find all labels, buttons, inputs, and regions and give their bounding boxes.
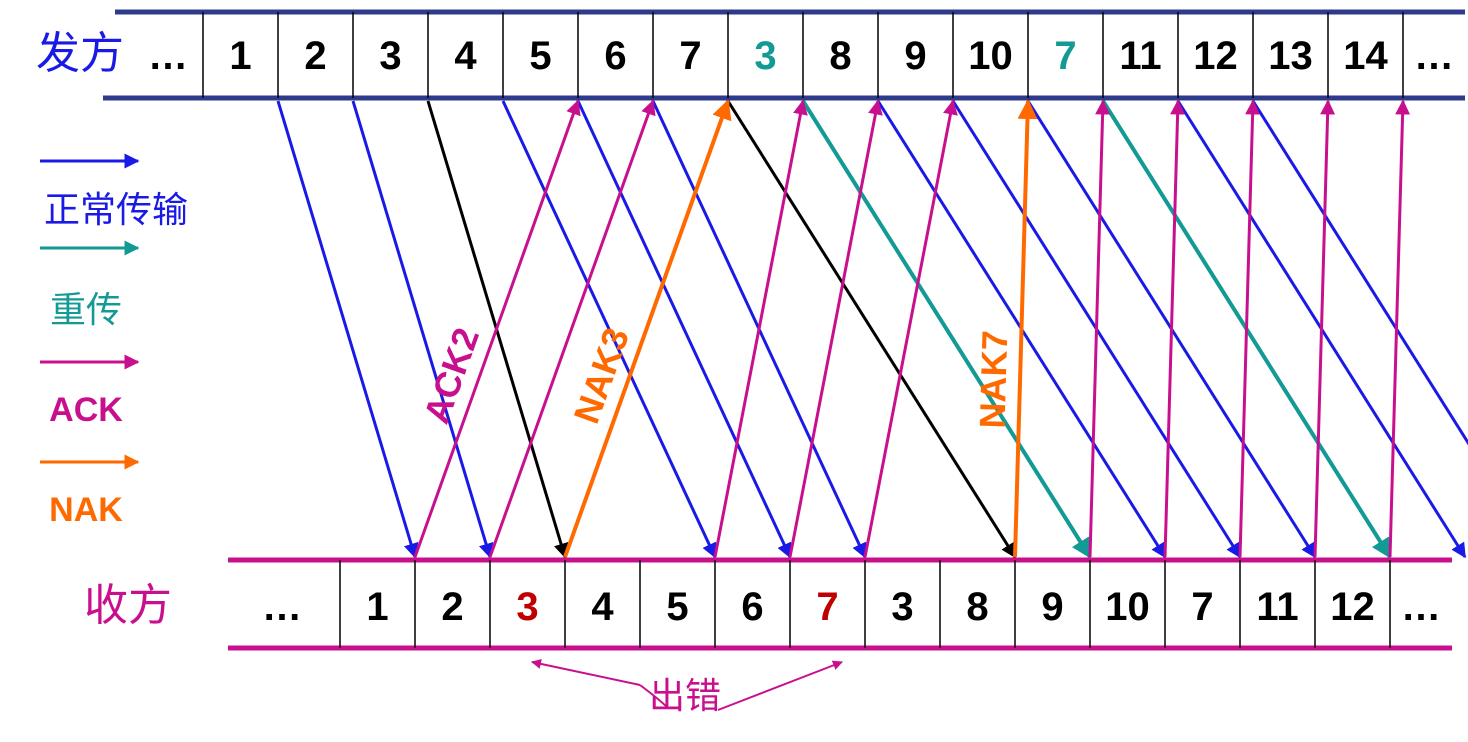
sender-frame: 7 [679,34,701,78]
sender-ellipsis-right: … [1414,34,1454,78]
ack-label: ACK2 [415,322,487,428]
error-arrow-left [531,658,641,686]
receiver-frame: 12 [1330,585,1375,629]
transmission-arrow [726,100,1017,559]
legend-nak-label: NAK [49,491,123,529]
ack-arrow [1313,99,1336,558]
sender-frame: 4 [454,34,477,78]
error-arrow-left-tail [639,684,669,709]
receiver-ellipsis-right: … [1401,585,1441,629]
receiver-ellipsis-left: … [262,585,302,629]
ack-arrow [413,99,581,558]
receiver-frame: 3 [516,585,538,629]
transmission-arrow [351,100,494,559]
sender-label: 发方 [36,28,124,79]
sender-frame: 9 [904,34,926,78]
sender-frame: 5 [529,34,551,78]
ack-arrow [788,99,883,558]
receiver-frame: 8 [966,585,988,629]
receiver-frame: 1 [366,585,388,629]
ack-arrow [1163,99,1186,558]
ack-arrow [1238,99,1261,558]
error-label: 出错 [649,676,721,717]
arrow-lines [276,99,1468,559]
receiver-frame: 3 [891,585,913,629]
receiver-frame: 9 [1041,585,1063,629]
sender-frame: 10 [968,34,1013,78]
receiver-frame: 7 [1191,585,1213,629]
nak-arrow [1013,99,1038,558]
ack-arrow [488,99,656,558]
sender-frame: 3 [754,34,776,78]
nak-arrow [563,99,732,558]
ack-arrow [863,99,958,558]
receiver-frame: 4 [591,585,614,629]
receiver-frame: 2 [441,585,463,629]
transmission-arrow [576,100,792,559]
sender-frame: 12 [1193,34,1238,78]
transmission-arrow [1251,100,1468,446]
sender-frame: 14 [1343,34,1388,78]
receiver-frame: 5 [666,585,688,629]
receiver-frame: 7 [816,585,838,629]
nak-label: NAK3 [565,322,637,428]
sender-frame: 1 [229,34,251,78]
error-note: 出错 [531,658,843,717]
sender-frame: 6 [604,34,626,78]
transmission-arrow [276,100,419,559]
sender-frame: 2 [304,34,326,78]
error-arrow-right [717,660,843,711]
sender-frame: 7 [1054,34,1076,78]
transmission-arrow [501,100,717,559]
receiver-frame: 10 [1105,585,1150,629]
ack-arrow [713,99,808,558]
legend-normal-label: 正常传输 [44,190,188,231]
sender-frame: 13 [1268,34,1313,78]
receiver-frame: 11 [1256,585,1298,629]
legend-retransmit-label: 重传 [50,290,122,331]
transmission-arrow [801,99,1092,559]
nak-label: NAK7 [972,330,1016,429]
ack-arrow [1088,99,1111,558]
receiver-frame: 6 [741,585,763,629]
ack-arrow [1388,99,1411,558]
sender-frame: 3 [379,34,401,78]
sender-frame: 11 [1119,34,1161,78]
sender-ellipsis-left: … [148,34,188,78]
legend-ack-label: ACK [49,391,123,429]
receiver-label: 收方 [84,580,172,631]
sender-frame: 8 [829,34,851,78]
